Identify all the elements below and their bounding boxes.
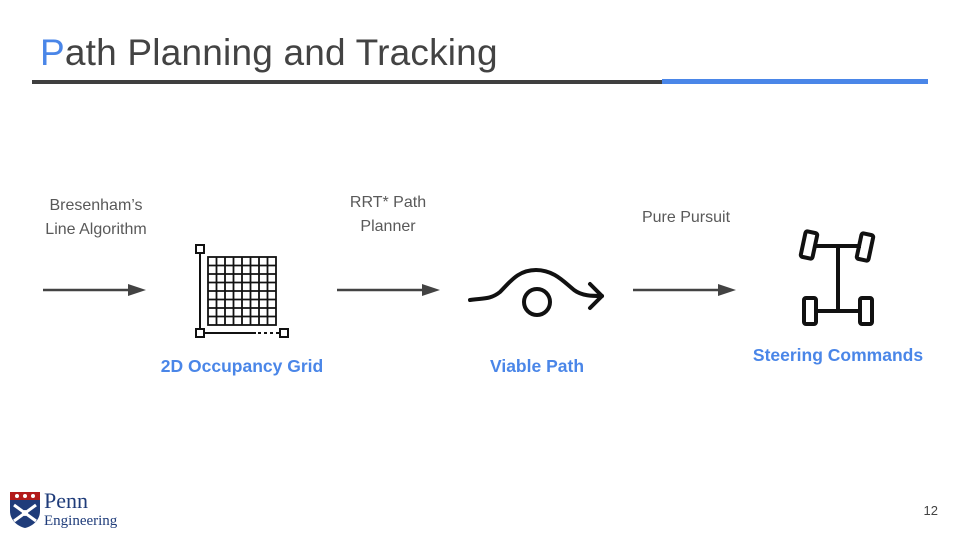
title-rule-accent	[662, 79, 928, 84]
wheelbase-icon	[798, 229, 876, 326]
node-label-occupancy-grid: 2D Occupancy Grid	[160, 356, 324, 376]
step-label-bresenham: Bresenham’s Line Algorithm	[45, 197, 147, 238]
slide-title: Path Planning and Tracking	[40, 32, 498, 74]
logo-engineering: Engineering	[44, 513, 118, 529]
page-number: 12	[923, 503, 938, 518]
node-label-viable-path: Viable Path	[489, 356, 585, 376]
arrow-icon-1	[43, 284, 146, 296]
title-rest: ath Planning and Tracking	[64, 32, 498, 73]
path-icon	[468, 267, 604, 317]
grid-icon	[195, 244, 289, 338]
title-first-letter: P	[40, 32, 65, 73]
arrow-icon-3	[633, 284, 736, 296]
penn-shield-icon	[10, 492, 40, 528]
step-label-pure-pursuit: Pure Pursuit	[641, 209, 731, 226]
logo-penn: Penn	[44, 488, 88, 513]
node-label-steering-commands: Steering Commands	[752, 345, 924, 365]
step-label-rrt: RRT* Path Planner	[349, 194, 427, 235]
title-rule	[32, 80, 662, 84]
arrow-icon-2	[337, 284, 440, 296]
